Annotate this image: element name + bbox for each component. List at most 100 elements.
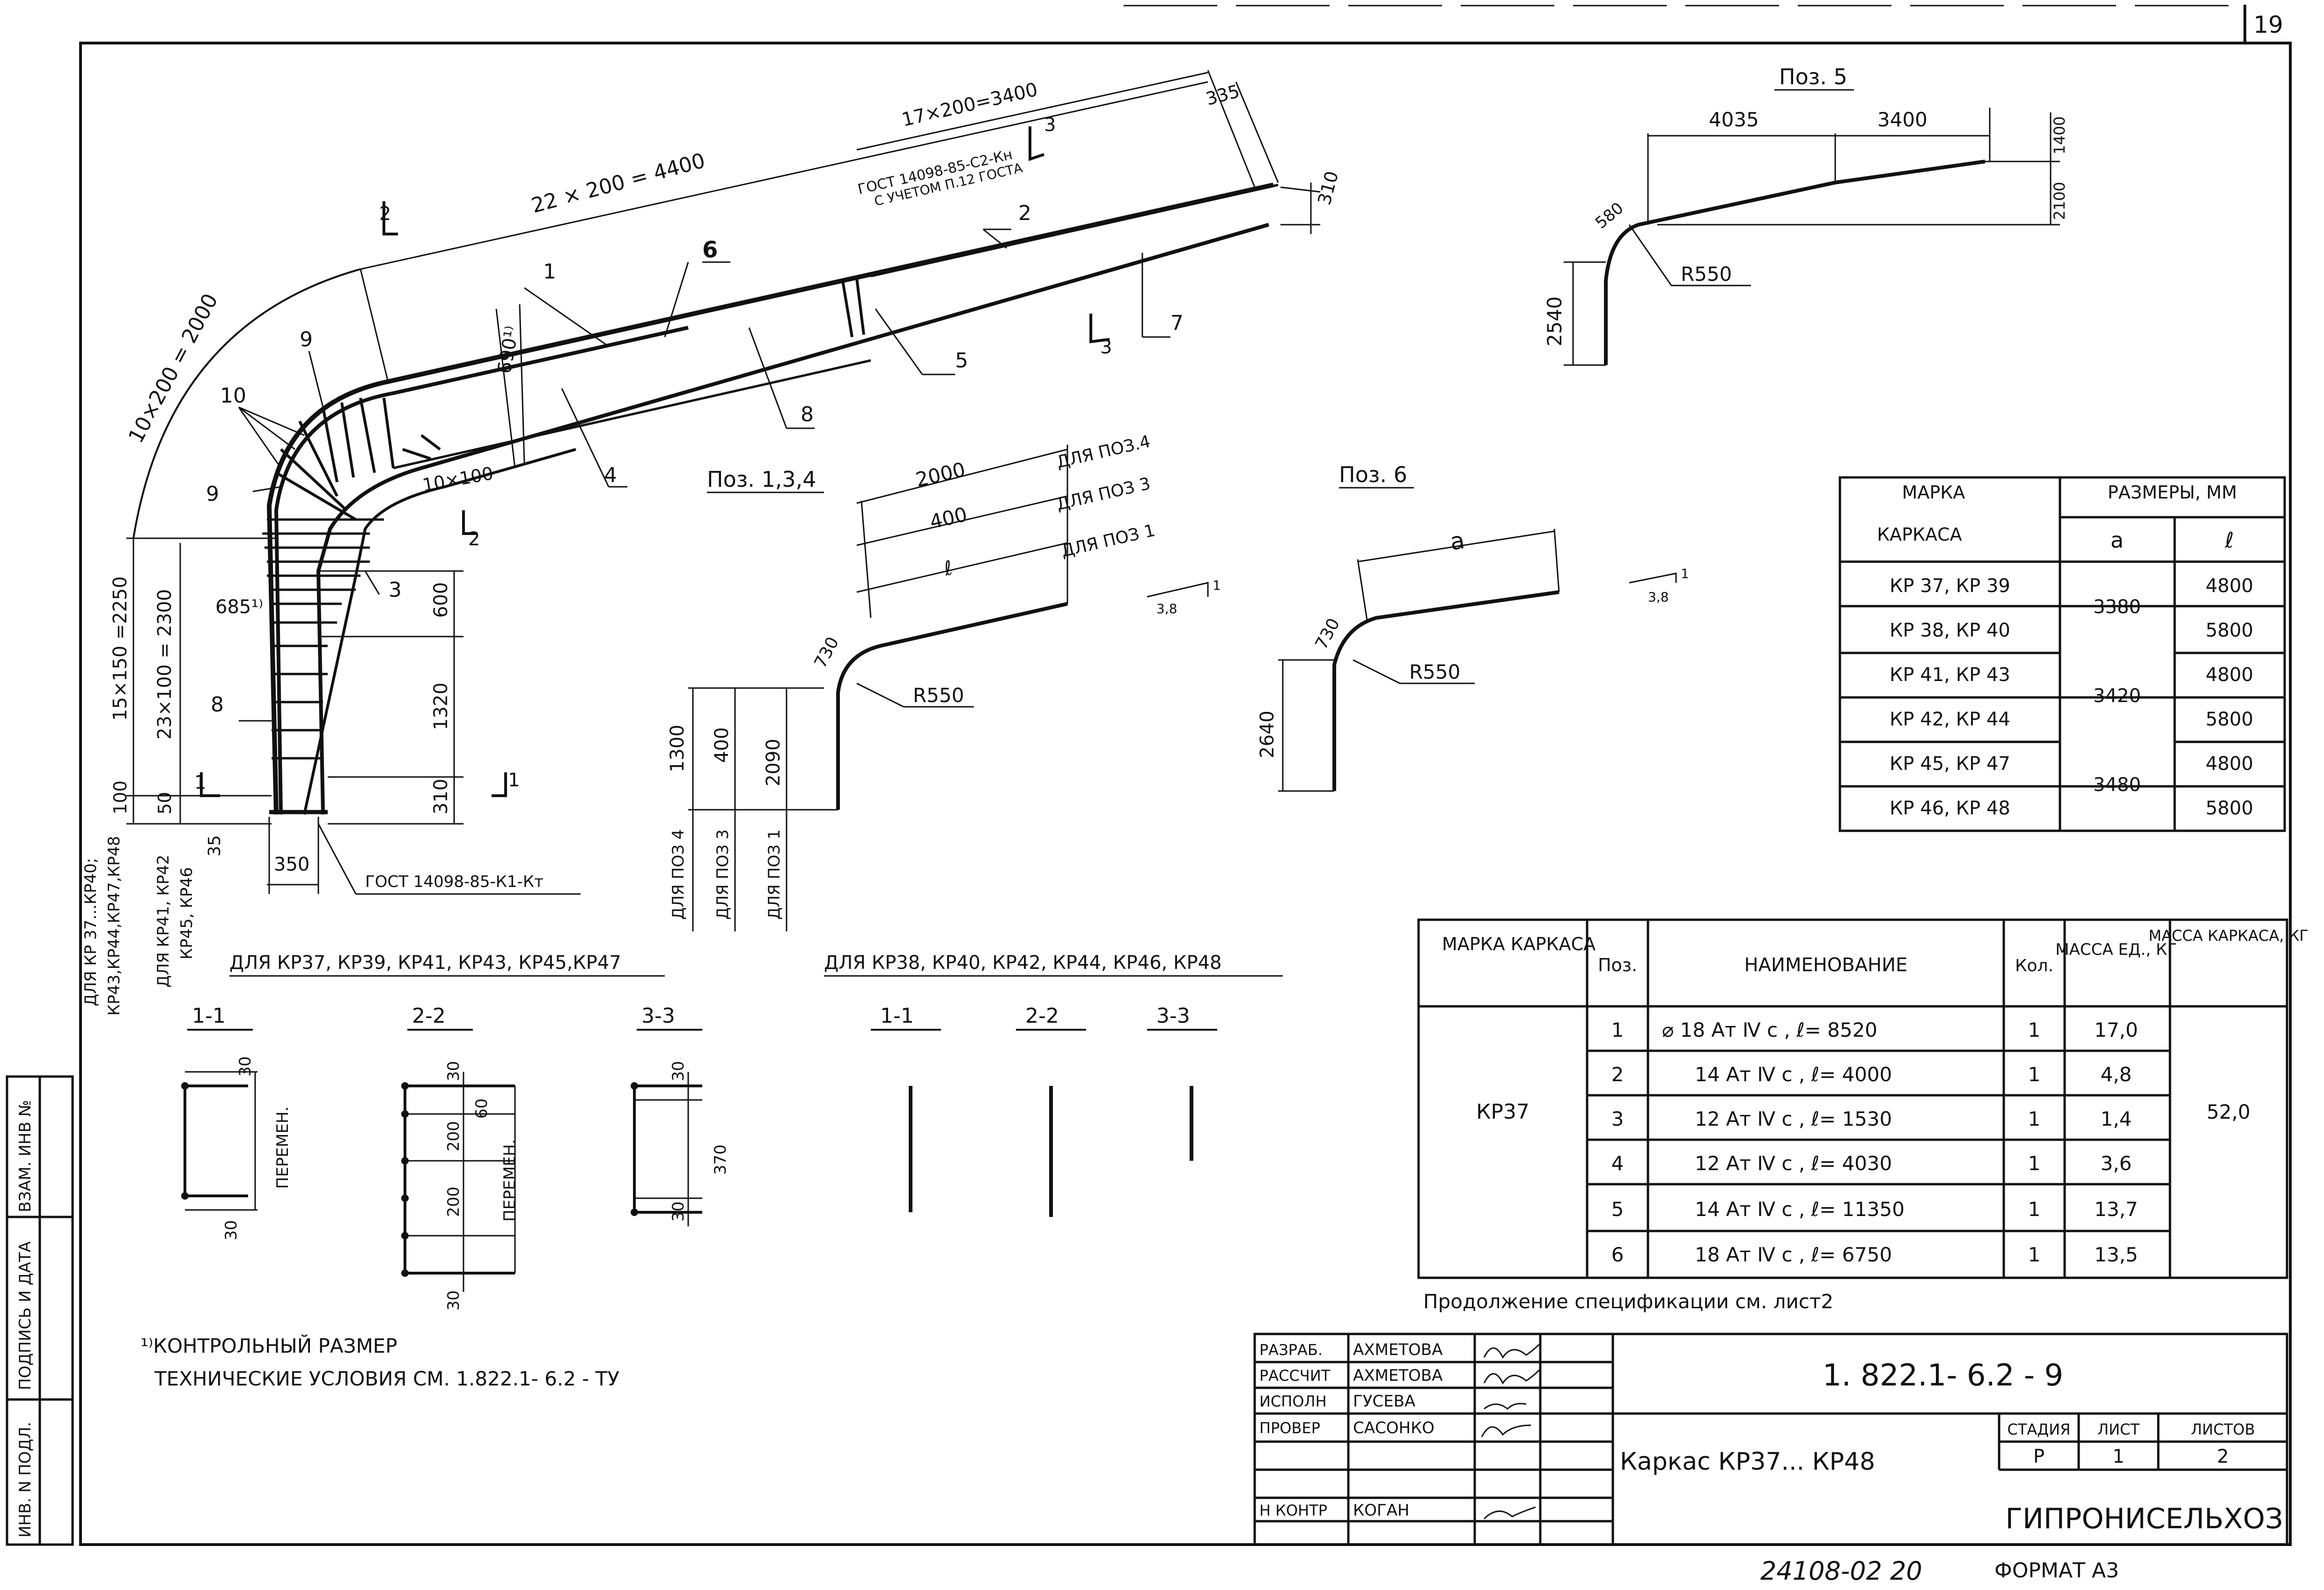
- svg-text:Н КОНТР: Н КОНТР: [1259, 1502, 1327, 1519]
- svg-text:9: 9: [300, 328, 313, 352]
- svg-text:2090: 2090: [763, 739, 784, 786]
- svg-text:30: 30: [669, 1202, 688, 1222]
- svg-text:10×200 = 2000: 10×200 = 2000: [124, 290, 223, 447]
- pos-5-labels: Поз. 5 4035 3400 1400 2100 2540 580 R550: [1543, 64, 2068, 346]
- svg-text:1: 1: [543, 260, 556, 284]
- svg-text:14 Ат Ⅳ с , ℓ= 4000: 14 Ат Ⅳ с , ℓ= 4000: [1695, 1063, 1892, 1086]
- svg-text:3420: 3420: [2093, 685, 2141, 707]
- svg-text:5800: 5800: [2206, 798, 2253, 819]
- svg-text:200: 200: [444, 1121, 463, 1151]
- svg-text:2100: 2100: [2051, 182, 2068, 220]
- svg-text:3: 3: [1611, 1107, 1624, 1130]
- svg-text:КОГАН: КОГАН: [1353, 1501, 1409, 1520]
- svg-text:ГУСЕВА: ГУСЕВА: [1353, 1392, 1415, 1411]
- sizes-table: МАРКА КАРКАСА РАЗМЕРЫ, ММ a ℓ КР 37, КР …: [1839, 476, 2286, 832]
- svg-text:2: 2: [1611, 1063, 1624, 1086]
- svg-text:12 Ат Ⅳ с , ℓ= 4030: 12 Ат Ⅳ с , ℓ= 4030: [1695, 1152, 1892, 1175]
- svg-text:100: 100: [110, 780, 131, 814]
- svg-text:1: 1: [1611, 1018, 1624, 1041]
- svg-text:1-1: 1-1: [880, 1004, 914, 1028]
- svg-text:3380: 3380: [2093, 596, 2141, 618]
- svg-text:МАССА КАРКАСА, КГ: МАССА КАРКАСА, КГ: [2148, 927, 2309, 945]
- svg-text:15×150 =2250: 15×150 =2250: [110, 576, 131, 721]
- svg-text:МАССА ЕД., КГ: МАССА ЕД., КГ: [2055, 940, 2177, 959]
- svg-text:КР 41, КР 43: КР 41, КР 43: [1890, 664, 2010, 686]
- svg-text:3,6: 3,6: [2101, 1152, 2132, 1175]
- svg-text:КР 37, КР 39: КР 37, КР 39: [1890, 575, 2010, 597]
- svg-text:310: 310: [1314, 169, 1342, 207]
- svg-text:1300: 1300: [667, 725, 688, 772]
- svg-text:1: 1: [508, 769, 520, 791]
- svg-text:ПЕРЕМЕН.: ПЕРЕМЕН.: [500, 1139, 519, 1222]
- svg-text:6: 6: [702, 237, 718, 263]
- svg-text:5: 5: [955, 349, 968, 373]
- svg-text:30: 30: [236, 1056, 255, 1077]
- svg-text:13,7: 13,7: [2094, 1198, 2138, 1221]
- svg-text:30: 30: [669, 1061, 688, 1081]
- svg-text:РАЗРАБ.: РАЗРАБ.: [1259, 1341, 1323, 1359]
- pos-5-drawing: [1564, 108, 2060, 366]
- svg-text:ГОСТ 14098-85-К1-Кт: ГОСТ 14098-85-К1-Кт: [365, 872, 544, 891]
- svg-text:1: 1: [2028, 1018, 2041, 1041]
- svg-text:3480: 3480: [2093, 774, 2141, 796]
- archive-number: 24108-02 20: [1760, 1556, 1922, 1586]
- signatures: [1481, 1342, 1541, 1520]
- svg-text:1320: 1320: [430, 682, 452, 730]
- svg-text:СТАДИЯ: СТАДИЯ: [2008, 1421, 2071, 1438]
- svg-text:ДЛЯ ПОЗ 1: ДЛЯ ПОЗ 1: [765, 829, 784, 920]
- svg-text:ДЛЯ ПОЗ 3: ДЛЯ ПОЗ 3: [713, 829, 732, 920]
- svg-text:a: a: [1449, 527, 1466, 556]
- svg-text:ГИПРОНИСЕЛЬХОЗ: ГИПРОНИСЕЛЬХОЗ: [2006, 1502, 2283, 1535]
- svg-text:a: a: [2111, 528, 2124, 553]
- svg-text:Поз. 5: Поз. 5: [1779, 64, 1847, 89]
- svg-text:10: 10: [220, 384, 246, 408]
- svg-text:НАИМЕНОВАНИЕ: НАИМЕНОВАНИЕ: [1744, 954, 1908, 976]
- sheet-frame: [79, 5, 2292, 1546]
- svg-text:1: 1: [2112, 1446, 2124, 1467]
- svg-text:370: 370: [711, 1144, 730, 1175]
- svg-text:580: 580: [1592, 199, 1627, 233]
- svg-text:ДЛЯ ПОЗ 4: ДЛЯ ПОЗ 4: [669, 829, 688, 920]
- svg-text:КАРКАСА: КАРКАСА: [1877, 524, 1962, 545]
- svg-text:ДЛЯ ПОЗ 1: ДЛЯ ПОЗ 1: [1059, 521, 1157, 561]
- svg-text:4800: 4800: [2206, 753, 2253, 775]
- svg-text:1-1: 1-1: [192, 1004, 226, 1028]
- svg-text:13,5: 13,5: [2094, 1243, 2138, 1266]
- svg-text:3-3: 3-3: [1156, 1004, 1190, 1028]
- svg-text:600: 600: [430, 582, 452, 618]
- svg-text:1: 1: [2028, 1152, 2041, 1175]
- svg-text:8: 8: [801, 403, 814, 426]
- svg-text:ВЗАМ. ИНВ №: ВЗАМ. ИНВ №: [16, 1100, 35, 1212]
- svg-text:5: 5: [1611, 1198, 1624, 1221]
- svg-text:310: 310: [430, 779, 452, 814]
- svg-text:КР 46, КР 48: КР 46, КР 48: [1890, 798, 2010, 819]
- svg-text:ПРОВЕР: ПРОВЕР: [1259, 1419, 1320, 1437]
- svg-text:ЛИСТ: ЛИСТ: [2097, 1421, 2140, 1438]
- svg-text:8: 8: [211, 693, 224, 717]
- svg-text:4: 4: [604, 463, 617, 487]
- svg-text:2540: 2540: [1543, 296, 1566, 346]
- svg-text:1. 822.1- 6.2 - 9: 1. 822.1- 6.2 - 9: [1823, 1358, 2063, 1393]
- title-block: РАЗРАБ. РАССЧИТ ИСПОЛН ПРОВЕР Н КОНТР АХ…: [1253, 1333, 2288, 1546]
- svg-text:ПЕРЕМЕН.: ПЕРЕМЕН.: [273, 1106, 292, 1189]
- svg-text:РАССЧИТ: РАССЧИТ: [1259, 1367, 1331, 1385]
- svg-text:1: 1: [2028, 1063, 2041, 1086]
- svg-text:60: 60: [472, 1099, 491, 1119]
- svg-text:3: 3: [1100, 337, 1112, 358]
- svg-text:1,4: 1,4: [2101, 1107, 2132, 1130]
- svg-text:ДЛЯ КР41, КР42: ДЛЯ КР41, КР42: [154, 855, 173, 988]
- svg-text:50: 50: [154, 792, 175, 814]
- svg-text:ДЛЯ КР37, КР39, КР41, КР43, КР: ДЛЯ КР37, КР39, КР41, КР43, КР45,КР47: [229, 952, 621, 974]
- svg-text:Каркас КР37... КР48: Каркас КР37... КР48: [1620, 1448, 1875, 1476]
- sheet-number: 19: [2253, 11, 2283, 38]
- svg-text:4800: 4800: [2206, 664, 2253, 686]
- svg-text:ДЛЯ КР38, КР40, КР42, КР44, К: ДЛЯ КР38, КР40, КР42, КР44, КР46, КР48: [824, 952, 1222, 974]
- svg-text:КР43,КР44,КР47,КР48: КР43,КР44,КР47,КР48: [105, 836, 124, 1016]
- svg-text:5800: 5800: [2206, 709, 2253, 730]
- svg-text:2: 2: [2217, 1446, 2228, 1467]
- svg-text:3,8: 3,8: [1156, 601, 1177, 616]
- svg-text:⌀ 18 Ат Ⅳ с , ℓ= 8520: ⌀ 18 Ат Ⅳ с , ℓ= 8520: [1662, 1018, 1877, 1041]
- svg-text:22 × 200 = 4400: 22 × 200 = 4400: [529, 149, 708, 218]
- svg-text:3: 3: [1044, 114, 1056, 136]
